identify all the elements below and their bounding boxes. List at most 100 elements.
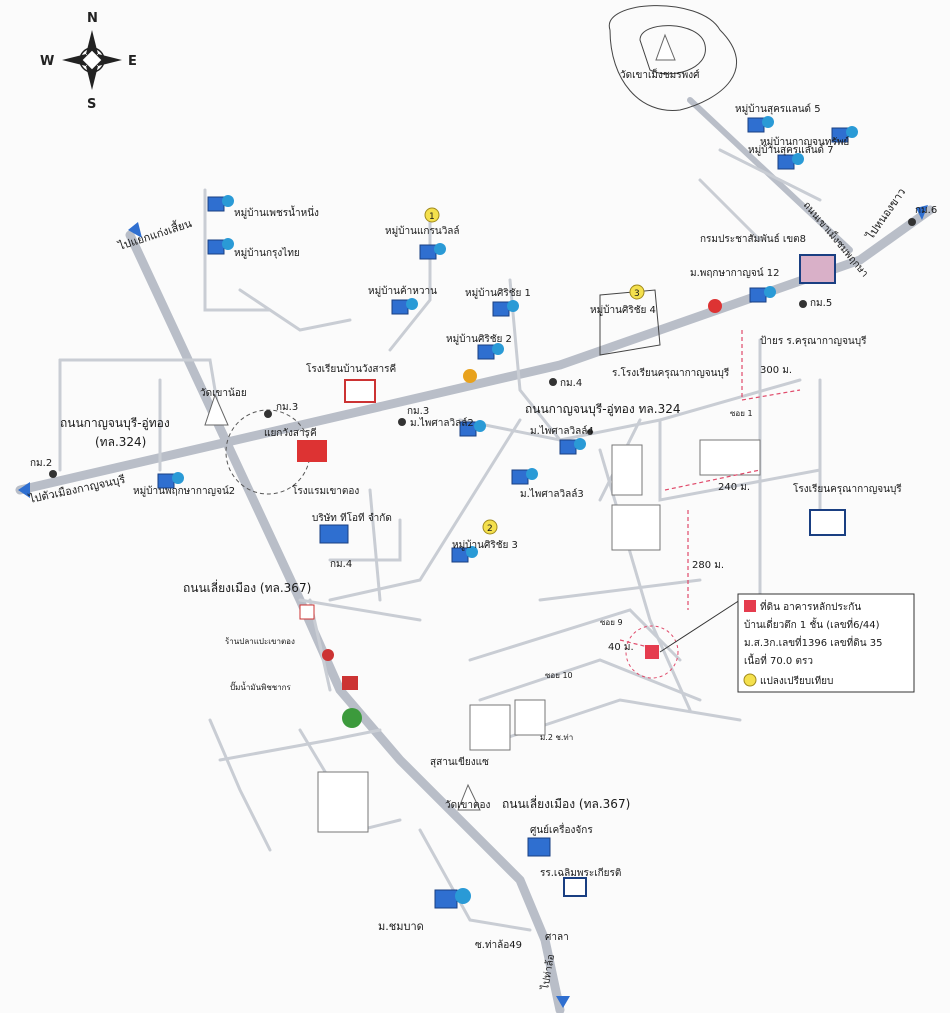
building-icon <box>777 153 804 170</box>
km-label: กม.4 <box>330 559 352 570</box>
temple-top-label: วัดเขาเม็งชมรพงศ์ <box>620 67 700 81</box>
marker-1: 1 <box>429 212 435 222</box>
road-label: (ทล.324) <box>95 435 146 449</box>
landmark-icons <box>204 33 846 897</box>
temple-icon <box>655 33 676 61</box>
place-label: ม.ไพศาลวิลล์4 <box>530 425 594 437</box>
subject-radius <box>625 625 679 679</box>
legend-line-2: บ้านเดี่ยวตึก 1 ชั้น (เลขที่6/44) <box>744 617 880 631</box>
place-label: ม.ไพศาลวิลล์2 <box>410 417 474 429</box>
village-label: หมู่บ้านแกรนวิลล์ <box>385 225 460 237</box>
marker-3: 3 <box>634 289 640 299</box>
building-icon <box>419 243 446 260</box>
factory-icon <box>297 440 327 462</box>
road-label: ถนนเลี่ยงเมือง (ทล.367) <box>502 795 630 811</box>
building-icon <box>477 343 504 360</box>
building-icon <box>319 524 349 544</box>
subject-parcel <box>645 645 659 659</box>
temple-icon <box>204 393 229 426</box>
legend: ที่ดิน อาคารหลักประกัน บ้านเดี่ยวตึก 1 ช… <box>737 593 915 693</box>
village-label: หมู่บ้านพฤกษากาญจน์2 <box>133 485 235 497</box>
place-label: ร้านปลาแปะเขาตอง <box>225 637 295 646</box>
gas-station-icon <box>708 299 722 313</box>
office-icon <box>799 254 836 284</box>
comparable-markers: 1 2 3 <box>424 207 645 535</box>
km-label: กม.3 <box>407 406 429 417</box>
place-label: ซอย 9 <box>600 618 623 627</box>
temple-left-label: วัดเขาน้อย <box>200 387 247 399</box>
legend-line-4: เนื้อที่ 70.0 ตรว <box>744 653 813 667</box>
temple-hill-outline <box>608 5 738 111</box>
temple-bottom-label: วัดเขาตอง <box>445 800 490 811</box>
village-label: หมู่บ้านเพชรน้ำหนึ่ง <box>234 205 319 219</box>
park-icon <box>342 708 362 728</box>
building-icon <box>527 837 551 857</box>
temple-icon <box>457 783 481 811</box>
store-icon <box>342 676 358 690</box>
road-label: ถนนกาญจนบุรี-อู่ทอง <box>60 416 170 431</box>
distance-label: 300 ม. <box>760 365 792 376</box>
road-label: ถนนกาญจนบุรี-อู่ทอง ทล.324 <box>525 402 681 417</box>
place-label: โรงแรมเขาตอง <box>292 484 359 497</box>
village-label: หมู่บ้านศิริชัย 3 <box>452 539 518 551</box>
building-icon <box>511 468 538 485</box>
subject-leader-line <box>659 599 741 653</box>
village-label: หมู่บ้านกรุงไทย <box>234 247 300 259</box>
compass-north: N <box>87 11 98 26</box>
building-icon <box>434 888 471 909</box>
place-label: ม.พฤกษากาญจน์ 12 <box>690 267 779 279</box>
km-label: กม.4 <box>560 378 582 389</box>
place-label: ร.โรงเรียนครุณากาญจนบุรี <box>612 366 730 379</box>
school-icon <box>344 379 376 403</box>
building-icon <box>459 420 486 437</box>
legend-line-1: ที่ดิน อาคารหลักประกัน <box>760 599 861 613</box>
place-label: ป้ายร ร.ครุณากาญจนบุรี <box>760 335 867 347</box>
place-label: โรงเรียนบ้านวังสารคี <box>306 362 396 375</box>
place-label: ซอย 10 <box>545 671 573 680</box>
km-label: กม.2 <box>30 458 52 469</box>
highway-324 <box>15 205 935 495</box>
village-label: หมู่บ้านสุครแลนด์ 5 <box>735 103 821 115</box>
distance-label: 40 ม. <box>608 642 634 653</box>
place-label: ม.2 ช.ท่า <box>540 733 573 742</box>
temple-hill-inner <box>639 25 706 75</box>
building-icon <box>831 126 858 143</box>
compass-west: W <box>40 54 54 69</box>
gas-station-icon <box>463 369 477 383</box>
km-label: กม.3 <box>276 402 298 413</box>
km-markers <box>49 218 916 478</box>
legend-line-5: แปลงเปรียบเทียบ <box>760 675 833 687</box>
building-icon <box>749 286 776 303</box>
village-icons <box>157 116 858 909</box>
village-label: หมู่บ้านค้าหวาน <box>368 285 437 297</box>
place-label: ศาลา <box>545 932 569 943</box>
compass-south: S <box>87 97 96 112</box>
village-label: หมู่บ้านศิริชัย 4 <box>590 304 656 316</box>
building-icon <box>207 238 234 255</box>
building-icon <box>391 298 418 315</box>
place-label: โรงเรียนครุณากาญจนบุรี <box>793 482 902 495</box>
marker-2: 2 <box>487 524 493 534</box>
distance-label: 240 ม. <box>718 482 750 493</box>
place-label: บริษัท ทีโอที จำกัด <box>312 511 392 524</box>
place-label: ซอย 1 <box>730 409 753 418</box>
km-label: กม.5 <box>810 298 832 309</box>
place-label: ม.ชมบาด <box>378 920 424 933</box>
village-label: หมู่บ้านสุครแลนด์ 7 <box>748 144 834 156</box>
minor-roads <box>58 148 822 932</box>
distance-lines <box>619 330 801 651</box>
compass: N S E W <box>40 11 137 112</box>
place-label: ม.ไพศาลวิลล์3 <box>520 488 584 500</box>
legend-line-3: ม.ส.3ก.เลขที่1396 เลขที่ดิน 35 <box>744 635 882 649</box>
shop-icon <box>299 604 315 620</box>
building-icon <box>492 300 519 317</box>
restaurant-icon <box>322 649 334 661</box>
building-icon <box>559 438 586 455</box>
place-label: แยกวังสารคี <box>264 427 317 439</box>
village-label: หมู่บ้านกาญจนทรัพย์ <box>760 136 849 148</box>
building-icon <box>451 546 478 563</box>
village-label: หมู่บ้านศิริชัย 2 <box>446 333 512 345</box>
building-icon <box>207 195 234 212</box>
village-label: หมู่บ้านศิริชัย 1 <box>465 287 531 299</box>
